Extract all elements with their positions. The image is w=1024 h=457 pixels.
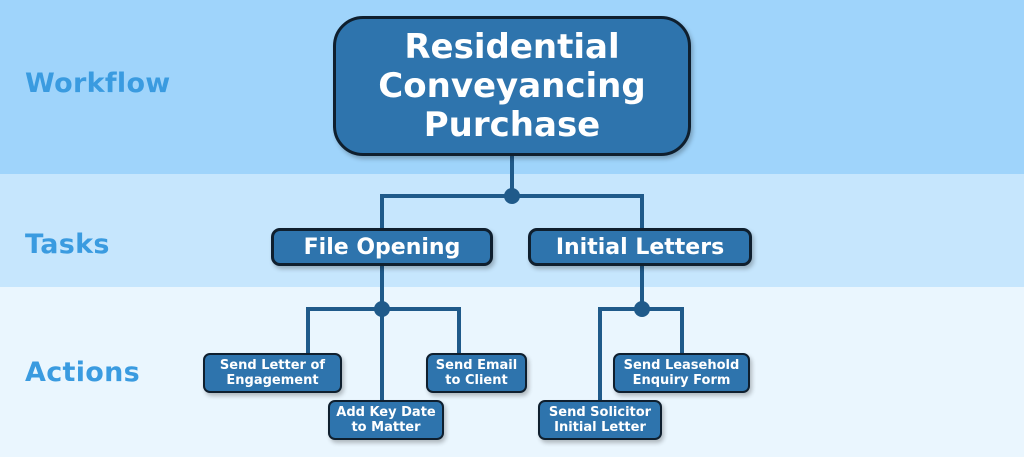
action-node-add-key-date: Add Key Date to Matter <box>328 400 444 440</box>
action-node-send-letter-of-engagement: Send Letter of Engagement <box>203 353 342 393</box>
action-node-send-solicitor-letter: Send Solicitor Initial Letter <box>538 400 662 440</box>
task-node-initial-letters: Initial Letters <box>528 228 752 266</box>
workflow-level-label: Workflow <box>25 68 171 99</box>
action-node-send-leasehold-form: Send Leasehold Enquiry Form <box>613 353 750 393</box>
action-node-send-email: Send Email to Client <box>426 353 527 393</box>
junction-dot-workflow <box>504 188 520 204</box>
actions-level-label: Actions <box>25 357 141 388</box>
junction-dot-file-opening <box>374 301 390 317</box>
task-node-file-opening: File Opening <box>271 228 493 266</box>
tasks-level-label: Tasks <box>25 229 110 260</box>
junction-dot-initial-letters <box>634 301 650 317</box>
workflow-node: Residential Conveyancing Purchase <box>333 16 691 156</box>
